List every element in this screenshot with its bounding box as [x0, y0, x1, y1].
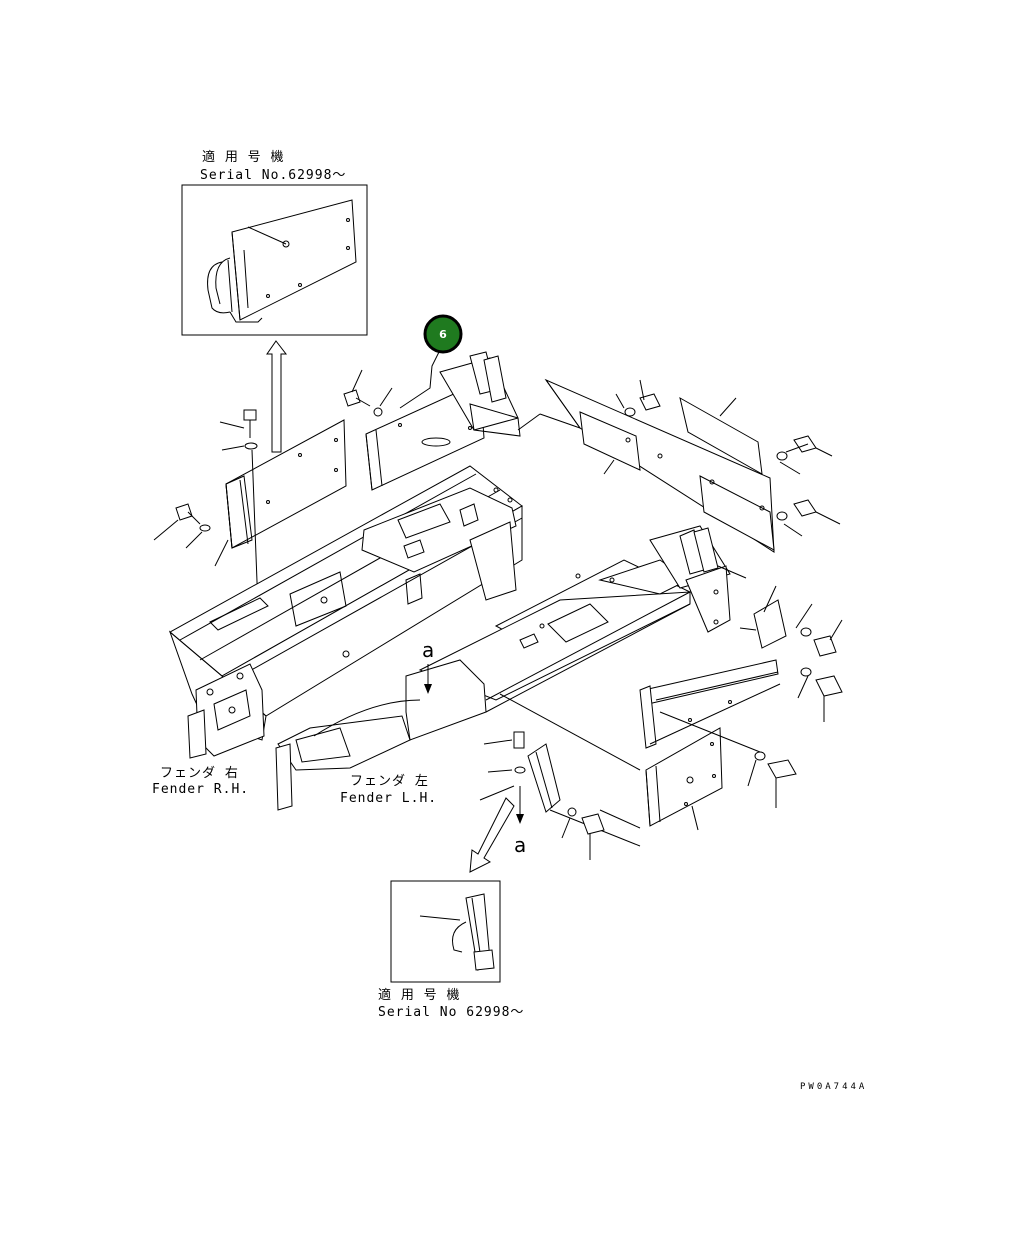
- callout-6[interactable]: 6: [423, 314, 463, 354]
- washer: [244, 442, 258, 450]
- view-arrow-lower: a: [514, 786, 526, 857]
- bolt-group-front: [343, 369, 393, 417]
- front-bracket: [439, 351, 521, 437]
- fender-lh-en: Fender L.H.: [340, 791, 437, 806]
- inset-arrow-up: [266, 340, 288, 453]
- fender-rh-jp: フェンダ 右: [160, 766, 239, 781]
- upper-right-plates: [517, 378, 775, 553]
- bolt-group-left: [153, 409, 259, 609]
- view-mark-upper: a: [422, 638, 434, 662]
- bottom-inset: 適 用 号 機 Serial No 62998～: [378, 880, 524, 1020]
- callout-circle[interactable]: [423, 314, 463, 354]
- bolt-group-upper-right: [603, 379, 841, 537]
- arrow-down-icon: [516, 814, 524, 824]
- fender-rh-label: フェンダ 右 Fender R.H.: [152, 766, 249, 797]
- fender-rh-en: Fender R.H.: [152, 782, 249, 797]
- bolt-head: [243, 409, 257, 421]
- top-inset-serial-jp: 適 用 号 機: [202, 149, 284, 165]
- top-inset: 適 用 号 機 Serial No.62998～: [181, 149, 368, 336]
- fender-rh-panel: [225, 419, 347, 549]
- top-inset-frame: [181, 184, 368, 336]
- bottom-inset-frame: [390, 880, 501, 983]
- bottom-inset-serial-jp: 適 用 号 機: [378, 987, 460, 1003]
- main-frame-right: [168, 465, 523, 759]
- fender-lh-label: フェンダ 左 Fender L.H.: [340, 774, 437, 806]
- right-fender-panels: [499, 585, 787, 847]
- view-mark-lower: a: [514, 833, 526, 857]
- top-inset-serial-en: Serial No.62998～: [200, 168, 346, 183]
- callout-number[interactable]: 6: [439, 328, 447, 341]
- rear-bracket: [649, 525, 747, 633]
- front-left-panel: [365, 381, 485, 491]
- lower-center-bracket: [479, 731, 605, 860]
- view-arrow-upper: a: [422, 638, 434, 694]
- arrow-down-icon: [424, 684, 432, 694]
- bottom-inset-serial-en: Serial No 62998～: [378, 1005, 524, 1020]
- main-frame-left: [275, 559, 692, 811]
- drawing-code: PW0A744A: [800, 1082, 867, 1092]
- inset-arrow-down: [469, 797, 515, 873]
- callout-leader: [399, 349, 441, 409]
- top-inset-fender-drawing: [207, 199, 357, 323]
- bolt-group-right: [747, 603, 843, 808]
- fender-lh-jp: フェンダ 左: [350, 774, 429, 789]
